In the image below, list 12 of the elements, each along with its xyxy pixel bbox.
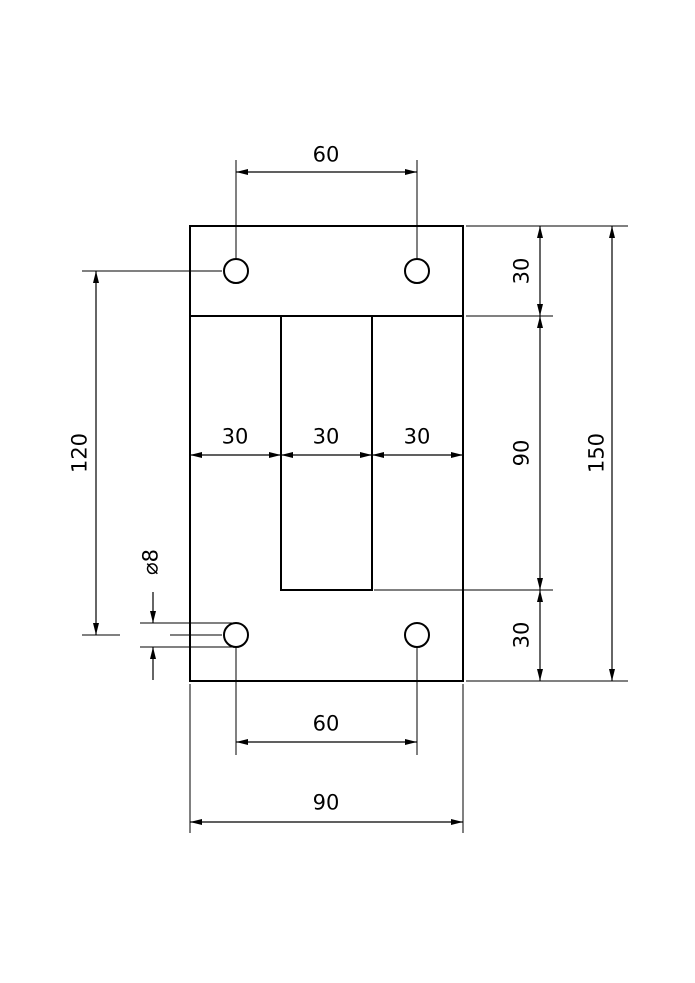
dimension-text: 30 [404, 426, 430, 448]
dimension-text: 90 [512, 440, 532, 466]
dimension-text: 90 [312, 792, 340, 814]
dimension-text: 150 [586, 432, 608, 474]
dimension-text: 30 [512, 622, 532, 648]
dimension-text: 30 [512, 258, 532, 284]
dimension-text: 60 [312, 144, 340, 166]
dimension-text: 30 [222, 426, 248, 448]
dimension-text: ⌀8 [140, 549, 162, 575]
dimension-text: 120 [70, 432, 90, 474]
dimension-text: 30 [312, 426, 340, 448]
dimension-text: 60 [312, 714, 340, 734]
